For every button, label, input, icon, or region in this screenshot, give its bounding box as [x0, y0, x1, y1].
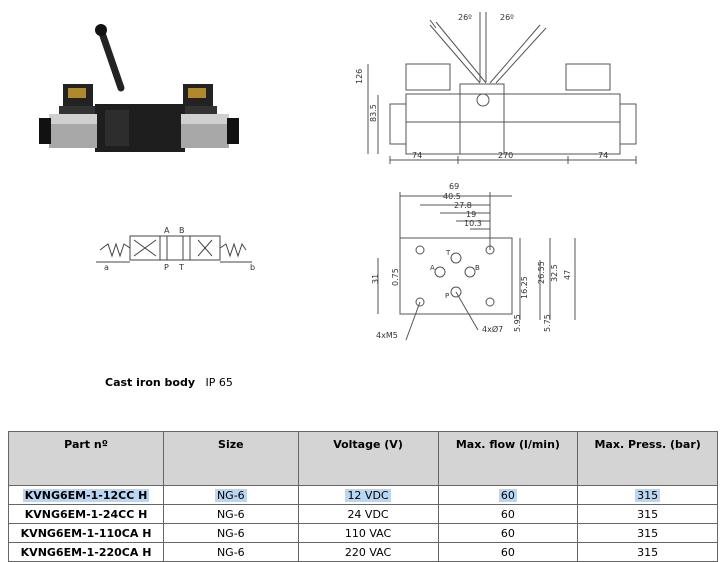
- dim-74-left: 74: [412, 151, 422, 160]
- voltage-cell: 24 VDC: [297, 504, 439, 524]
- symbol-port-b: B: [179, 226, 185, 235]
- dim-5-95: 5.95: [513, 314, 522, 332]
- pressure-cell: 315: [577, 504, 718, 524]
- part-number-cell: KVNG6EM-1-12CC H: [7, 485, 165, 505]
- symbol-port-t: T: [178, 263, 184, 272]
- pressure-cell: 315: [577, 523, 718, 543]
- dim-19: 19: [466, 210, 476, 219]
- plate-port-b: B: [475, 264, 480, 272]
- symbol-sol-b: b: [250, 263, 255, 272]
- dim-47: 47: [563, 270, 572, 280]
- table-header-row: Part nº Size Voltage (V) Max. flow (l/mi…: [7, 431, 718, 486]
- material-text: Cast iron body: [105, 376, 196, 389]
- plate-port-a: A: [430, 264, 435, 272]
- screws-label: 4xM5: [376, 331, 398, 340]
- col-part-number: Part nº: [7, 431, 165, 486]
- dim-40-5: 40.5: [443, 192, 461, 201]
- dim-126: 126: [355, 69, 364, 84]
- valve-photo: [39, 24, 239, 152]
- dim-16-25: 16.25: [520, 276, 529, 299]
- protection-text: IP 65: [205, 376, 233, 389]
- part-number-cell: KVNG6EM-1-220CA H: [7, 542, 165, 562]
- col-voltage: Voltage (V): [297, 431, 439, 486]
- col-max-pressure: Max. Press. (bar): [577, 431, 718, 486]
- symbol-port-p: P: [164, 263, 169, 272]
- size-cell: NG-6: [163, 504, 299, 524]
- table-row: KVNG6EM-1-12CC H NG-6 12 VDC 60 315: [7, 485, 718, 505]
- col-max-flow: Max. flow (l/min): [437, 431, 579, 486]
- pressure-cell: 315: [577, 542, 718, 562]
- flow-cell: 60: [437, 485, 579, 505]
- valve-dimension-drawing: 26º 26º 126 83.5 74 270 74: [355, 12, 637, 164]
- dim-5-75: 5.75: [543, 314, 552, 332]
- material-caption: Cast iron body IP 65: [105, 376, 233, 389]
- size-cell: NG-6: [163, 523, 299, 543]
- voltage-cell: 12 VDC: [297, 485, 439, 505]
- col-size: Size: [163, 431, 299, 486]
- specs-table: Part nº Size Voltage (V) Max. flow (l/mi…: [7, 431, 718, 562]
- voltage-cell: 220 VAC: [297, 542, 439, 562]
- dim-27-8: 27.8: [454, 201, 472, 210]
- angle-left-label: 26º: [458, 13, 472, 22]
- dim-270: 270: [498, 151, 513, 160]
- flow-cell: 60: [437, 523, 579, 543]
- dim-69: 69: [449, 182, 459, 191]
- plate-port-p: P: [445, 292, 449, 300]
- size-cell: NG-6: [163, 542, 299, 562]
- table-row: KVNG6EM-1-220CA H NG-6 220 VAC 60 315: [7, 542, 718, 562]
- dim-0-75: 0.75: [391, 268, 400, 286]
- symbol-sol-a: a: [104, 263, 109, 272]
- part-number-cell: KVNG6EM-1-110CA H: [7, 523, 165, 543]
- pressure-cell: 315: [577, 485, 718, 505]
- voltage-cell: 110 VAC: [297, 523, 439, 543]
- angle-right-label: 26º: [500, 13, 514, 22]
- dim-83-5: 83.5: [369, 104, 378, 122]
- dim-31: 31: [371, 274, 380, 284]
- dim-74-right: 74: [598, 151, 608, 160]
- plate-port-t: T: [445, 249, 451, 257]
- table-row: KVNG6EM-1-24CC H NG-6 24 VDC 60 315: [7, 504, 718, 524]
- size-cell: NG-6: [163, 485, 299, 505]
- dim-32-5: 32.5: [550, 264, 559, 282]
- dim-10-3: 10.3: [464, 219, 482, 228]
- dim-26-55: 26.55: [537, 261, 546, 284]
- part-number-cell: KVNG6EM-1-24CC H: [7, 504, 165, 524]
- table-row: KVNG6EM-1-110CA H NG-6 110 VAC 60 315: [7, 523, 718, 543]
- symbol-port-a: A: [164, 226, 170, 235]
- flow-cell: 60: [437, 504, 579, 524]
- flow-cell: 60: [437, 542, 579, 562]
- holes-label: 4xØ7: [482, 324, 503, 334]
